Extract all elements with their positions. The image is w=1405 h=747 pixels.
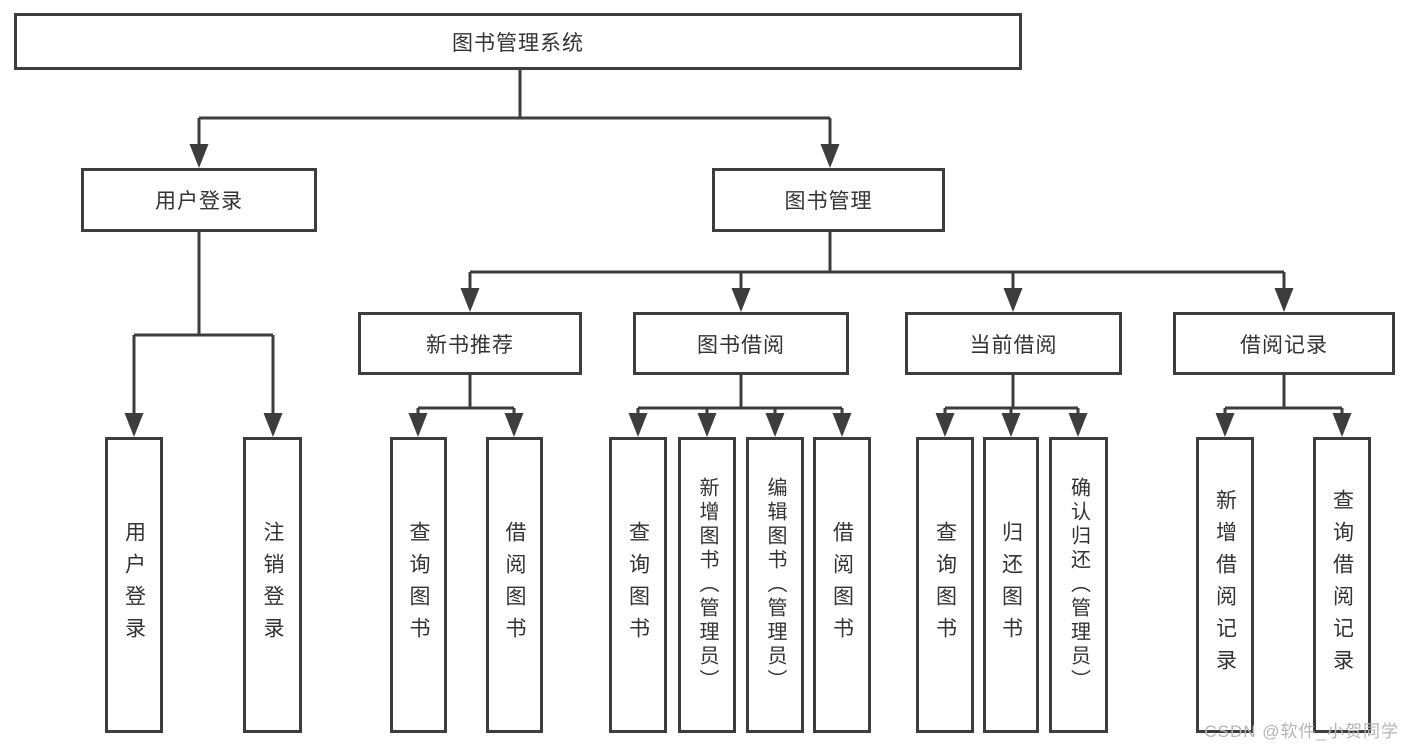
leaf-borrow-books-borrowing: 借阅图书: [813, 437, 871, 733]
leaf-add-book-admin: 新增图书（管理员）: [678, 437, 736, 733]
node-label: 图书管理: [784, 190, 873, 213]
node-borrow-records: 借阅记录: [1173, 312, 1395, 375]
node-label: 图书借阅: [697, 333, 785, 357]
node-label: 新增借阅记录: [1213, 489, 1237, 681]
node-book-management: 图书管理: [712, 168, 945, 232]
leaf-user-login: 用户登录: [105, 437, 163, 733]
node-label: 图书管理系统: [452, 31, 584, 55]
leaf-query-borrow-record: 查询借阅记录: [1313, 437, 1371, 733]
node-label: 查询借阅记录: [1330, 489, 1354, 681]
leaf-edit-book-admin: 编辑图书（管理员）: [746, 437, 804, 733]
node-label: 新书推荐: [426, 333, 514, 357]
node-label: 查询图书: [407, 521, 430, 649]
node-label: 确认归还（管理员）: [1067, 477, 1090, 693]
leaf-return-books: 归还图书: [983, 437, 1039, 733]
node-label: 编辑图书（管理员）: [764, 477, 786, 693]
node-new-book-recommend: 新书推荐: [358, 312, 582, 375]
leaf-confirm-return-admin: 确认归还（管理员）: [1049, 437, 1108, 733]
node-label: 查询图书: [626, 521, 650, 649]
node-label: 注销登录: [261, 521, 284, 649]
node-label: 借阅记录: [1240, 333, 1328, 357]
node-label: 用户登录: [122, 521, 146, 649]
node-label: 归还图书: [999, 521, 1023, 649]
node-current-borrowing: 当前借阅: [905, 312, 1122, 375]
leaf-query-books-recommend: 查询图书: [390, 437, 447, 733]
node-label: 查询图书: [933, 521, 957, 649]
leaf-logout: 注销登录: [243, 437, 302, 733]
leaf-borrow-books-recommend: 借阅图书: [486, 437, 543, 733]
leaf-query-books-current: 查询图书: [916, 437, 974, 733]
node-label: 当前借阅: [969, 333, 1058, 357]
node-label: 新增图书（管理员）: [696, 477, 718, 693]
node-user-login: 用户登录: [81, 168, 317, 232]
node-library-system: 图书管理系统: [14, 13, 1022, 70]
node-label: 用户登录: [155, 190, 243, 213]
node-book-borrowing: 图书借阅: [633, 312, 849, 375]
node-label: 借阅图书: [830, 521, 854, 649]
leaf-add-borrow-record: 新增借阅记录: [1196, 437, 1254, 733]
node-label: 借阅图书: [503, 521, 526, 649]
leaf-query-books-borrowing: 查询图书: [609, 437, 667, 733]
